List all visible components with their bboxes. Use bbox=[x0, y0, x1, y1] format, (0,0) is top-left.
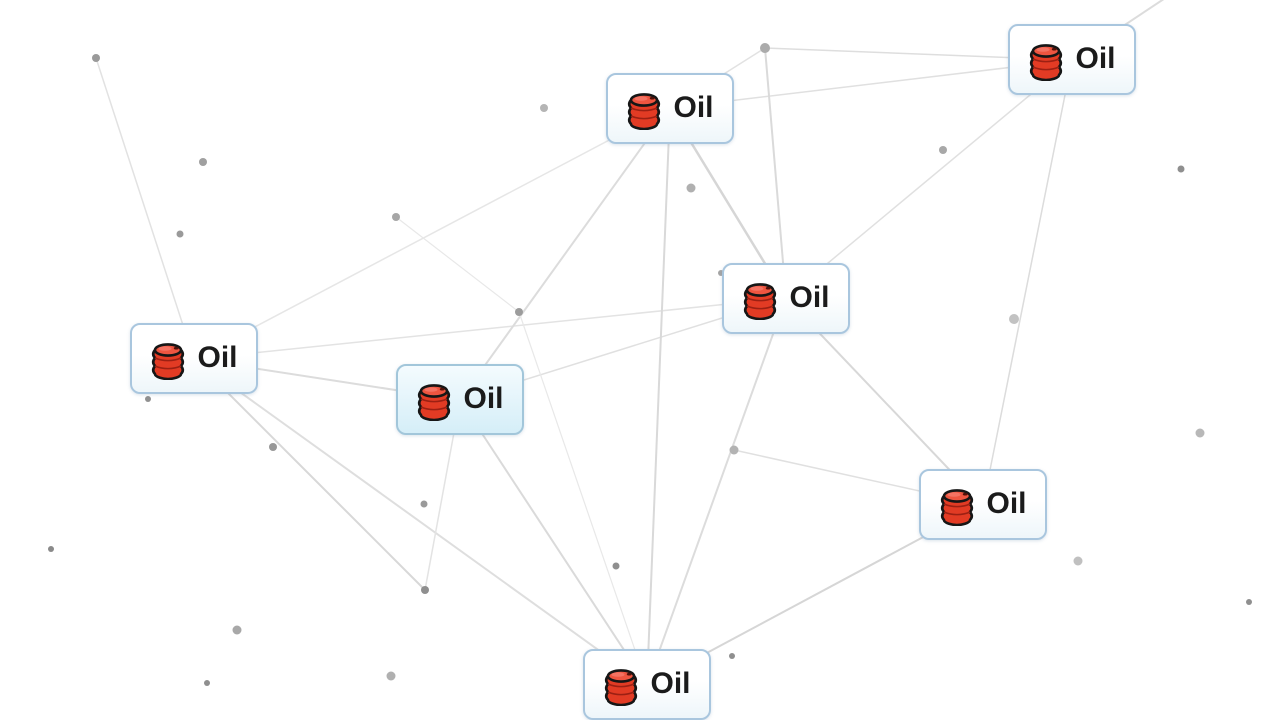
element-card-card-bottom[interactable]: Oil bbox=[583, 649, 711, 720]
node-dot bbox=[939, 146, 947, 154]
oil-drum-icon bbox=[418, 383, 451, 421]
node-dot bbox=[612, 562, 620, 570]
element-card-card-center[interactable]: Oil bbox=[396, 364, 524, 435]
oil-drum-icon bbox=[1030, 43, 1063, 81]
element-card-card-top-right[interactable]: Oil bbox=[1008, 24, 1136, 95]
lineage-line bbox=[95, 57, 195, 360]
lineage-line bbox=[982, 59, 1073, 506]
node-dot bbox=[421, 586, 429, 594]
lineage-line bbox=[785, 59, 1073, 299]
node-dot bbox=[145, 396, 151, 402]
lineage-line bbox=[518, 311, 648, 686]
node-dot bbox=[386, 671, 396, 681]
element-card-label: Oil bbox=[1075, 41, 1116, 75]
lineage-line bbox=[459, 107, 671, 401]
node-dot bbox=[729, 445, 739, 455]
oil-drum-icon bbox=[628, 92, 661, 130]
element-card-label: Oil bbox=[986, 486, 1027, 520]
node-dot bbox=[1195, 428, 1205, 438]
node-dot bbox=[392, 213, 400, 221]
oil-drum-icon bbox=[152, 342, 185, 380]
lineage-line bbox=[193, 358, 426, 591]
oil-drum-icon bbox=[744, 282, 777, 320]
oil-drum-icon bbox=[605, 668, 638, 706]
node-dot bbox=[760, 43, 770, 53]
lineage-line bbox=[764, 47, 787, 299]
element-card-card-left[interactable]: Oil bbox=[130, 323, 258, 394]
element-card-card-lower-right[interactable]: Oil bbox=[919, 469, 1047, 540]
lineage-line bbox=[646, 297, 787, 686]
node-dot bbox=[176, 230, 184, 238]
node-dot bbox=[420, 500, 428, 508]
node-dot bbox=[686, 183, 696, 193]
oil-drum-icon bbox=[941, 488, 974, 526]
lineage-line bbox=[193, 358, 648, 686]
node-dot bbox=[515, 308, 523, 316]
node-dot bbox=[540, 104, 548, 112]
node-dot bbox=[1177, 165, 1185, 173]
node-dot bbox=[729, 653, 735, 659]
element-card-card-mid-right[interactable]: Oil bbox=[722, 263, 850, 334]
node-dot bbox=[232, 625, 242, 635]
element-card-label: Oil bbox=[650, 666, 691, 700]
lineage-line bbox=[193, 107, 671, 360]
lineage-line bbox=[646, 107, 671, 686]
node-dot bbox=[1246, 599, 1252, 605]
lineage-line bbox=[193, 297, 787, 360]
node-dot bbox=[269, 443, 277, 451]
element-card-card-top-middle[interactable]: Oil bbox=[606, 73, 734, 144]
node-dot bbox=[1073, 556, 1083, 566]
element-card-label: Oil bbox=[673, 90, 714, 124]
node-dot bbox=[204, 680, 210, 686]
node-dot bbox=[48, 546, 54, 552]
lineage-line bbox=[669, 59, 1073, 109]
element-card-label: Oil bbox=[463, 381, 504, 415]
node-dot bbox=[92, 54, 100, 62]
element-card-label: Oil bbox=[789, 280, 830, 314]
node-dot bbox=[199, 158, 207, 166]
lineage-line bbox=[395, 216, 520, 313]
node-dot bbox=[1009, 314, 1019, 324]
lineage-line bbox=[459, 399, 648, 686]
element-card-label: Oil bbox=[197, 340, 238, 374]
